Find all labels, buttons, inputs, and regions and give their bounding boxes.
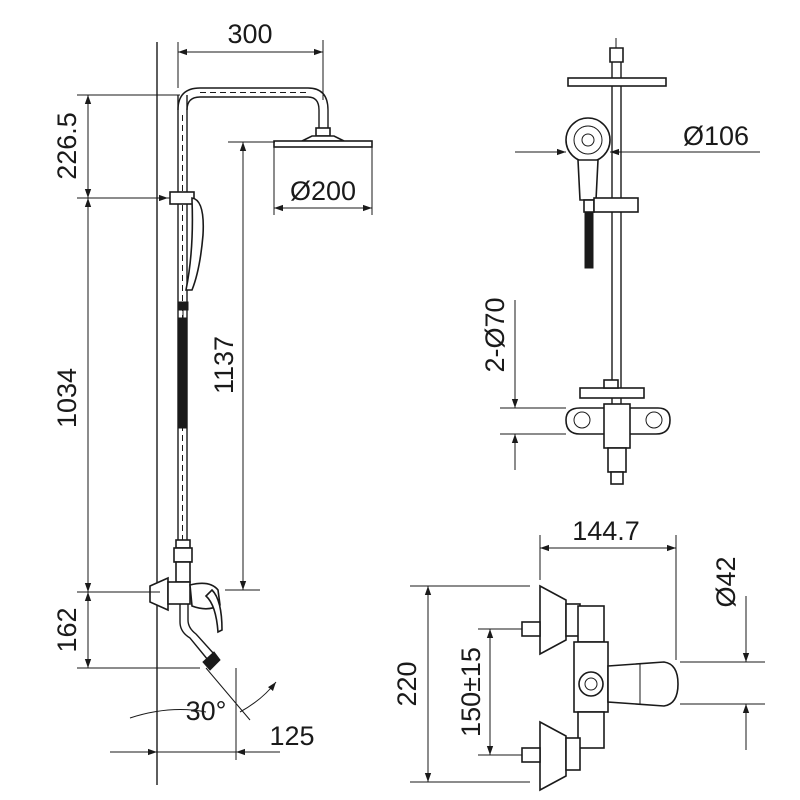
- mixer-valve-side: [149, 576, 223, 634]
- rain-shower-head: [273, 127, 373, 148]
- dim-hand-shower: Ø106: [683, 121, 749, 151]
- upper-inlet: [521, 584, 581, 656]
- lower-inlet: [521, 720, 581, 792]
- mixer-valve-front: [565, 379, 671, 485]
- side-view: 300 226.5 1034 162 1137 Ø200 30°: [52, 19, 373, 785]
- hand-shower-front: [565, 117, 639, 269]
- shower-arm: [177, 87, 329, 130]
- dim-spout-length: 125: [269, 721, 314, 751]
- dim-head-diameter: Ø200: [290, 176, 356, 206]
- front-view: Ø106 2-Ø70: [480, 38, 760, 485]
- bath-spout: [179, 604, 221, 671]
- dim-rail-length: 1034: [52, 368, 82, 428]
- dim-spout-angle: 30°: [186, 696, 227, 726]
- hand-shower-side: [169, 191, 205, 320]
- valve-body: [573, 605, 679, 749]
- dim-flanges: 2-Ø70: [480, 297, 510, 372]
- dim-valve-width: 144.7: [572, 516, 640, 546]
- dim-arm-reach: 300: [227, 19, 272, 49]
- valve-detail: 144.7 220 150±15 Ø42: [392, 516, 765, 792]
- dim-valve-height: 162: [52, 607, 82, 652]
- dim-head-to-valve: 1137: [209, 336, 239, 394]
- rain-head-front: [567, 77, 667, 87]
- dim-handle-diameter: Ø42: [711, 556, 741, 607]
- dim-valve-height: 220: [392, 661, 422, 706]
- dim-valve-centers: 150±15: [456, 647, 486, 737]
- lower-connector: [173, 539, 193, 583]
- hose: [178, 317, 188, 429]
- dim-top-offset: 226.5: [52, 112, 82, 180]
